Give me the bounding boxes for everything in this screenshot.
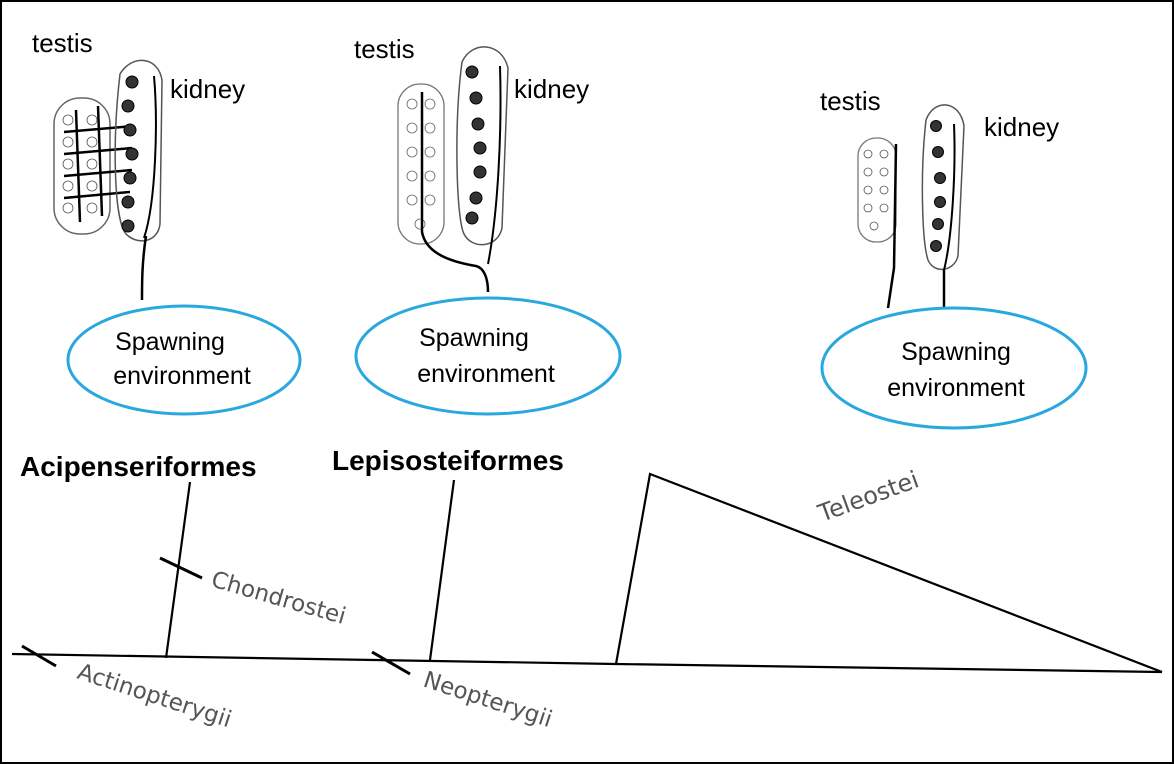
spawning-environment-ellipse-3 bbox=[822, 308, 1086, 428]
panel-lepisosteiformes: testis kidney Spawning environment bbox=[354, 34, 620, 414]
spawning-environment-ellipse-1 bbox=[68, 306, 300, 414]
spawning-label-2: Spawning bbox=[419, 324, 529, 352]
tick-neopterygii bbox=[372, 652, 410, 674]
branch-lepisosteiformes bbox=[430, 480, 454, 660]
label-acipenseriformes: Acipenseriformes bbox=[20, 451, 257, 482]
testis-illustration-2 bbox=[398, 84, 488, 292]
spawning-label-3: Spawning bbox=[901, 338, 1011, 366]
label-chondrostei: Chondrostei bbox=[208, 567, 348, 630]
testis-illustration-1 bbox=[54, 98, 134, 234]
kidney-illustration-2 bbox=[457, 47, 508, 264]
testis-illustration-3 bbox=[858, 138, 896, 308]
spawning-environment-ellipse-2 bbox=[356, 298, 620, 414]
panel-teleostei: testis kidney Spawning environment bbox=[820, 86, 1086, 428]
testis-label-1: testis bbox=[32, 28, 93, 58]
kidney-label-2: kidney bbox=[514, 74, 589, 104]
tick-actinopterygii bbox=[22, 646, 56, 666]
label-neopterygii: Neopterygii bbox=[420, 667, 555, 733]
kidney-illustration-3 bbox=[922, 105, 964, 310]
phylogenetic-tree bbox=[12, 474, 1162, 674]
kidney-label-3: kidney bbox=[984, 112, 1059, 142]
environment-label-1: environment bbox=[113, 362, 251, 390]
testis-label-2: testis bbox=[354, 34, 415, 64]
environment-label-2: environment bbox=[417, 360, 555, 388]
label-actinopterygii: Actinopterygii bbox=[74, 659, 234, 733]
label-teleostei: Teleostei bbox=[814, 465, 923, 528]
kidney-label-1: kidney bbox=[170, 74, 245, 104]
label-lepisosteiformes: Lepisosteiformes bbox=[332, 445, 564, 476]
kidney-illustration-1 bbox=[115, 60, 162, 300]
panel-acipenseriformes: testis kidney Spawning environment bbox=[32, 28, 300, 414]
spawning-label-1: Spawning bbox=[115, 328, 225, 356]
tick-chondrostei bbox=[160, 558, 202, 578]
testis-label-3: testis bbox=[820, 86, 881, 116]
environment-label-3: environment bbox=[887, 374, 1025, 402]
tree-baseline bbox=[12, 654, 1162, 672]
